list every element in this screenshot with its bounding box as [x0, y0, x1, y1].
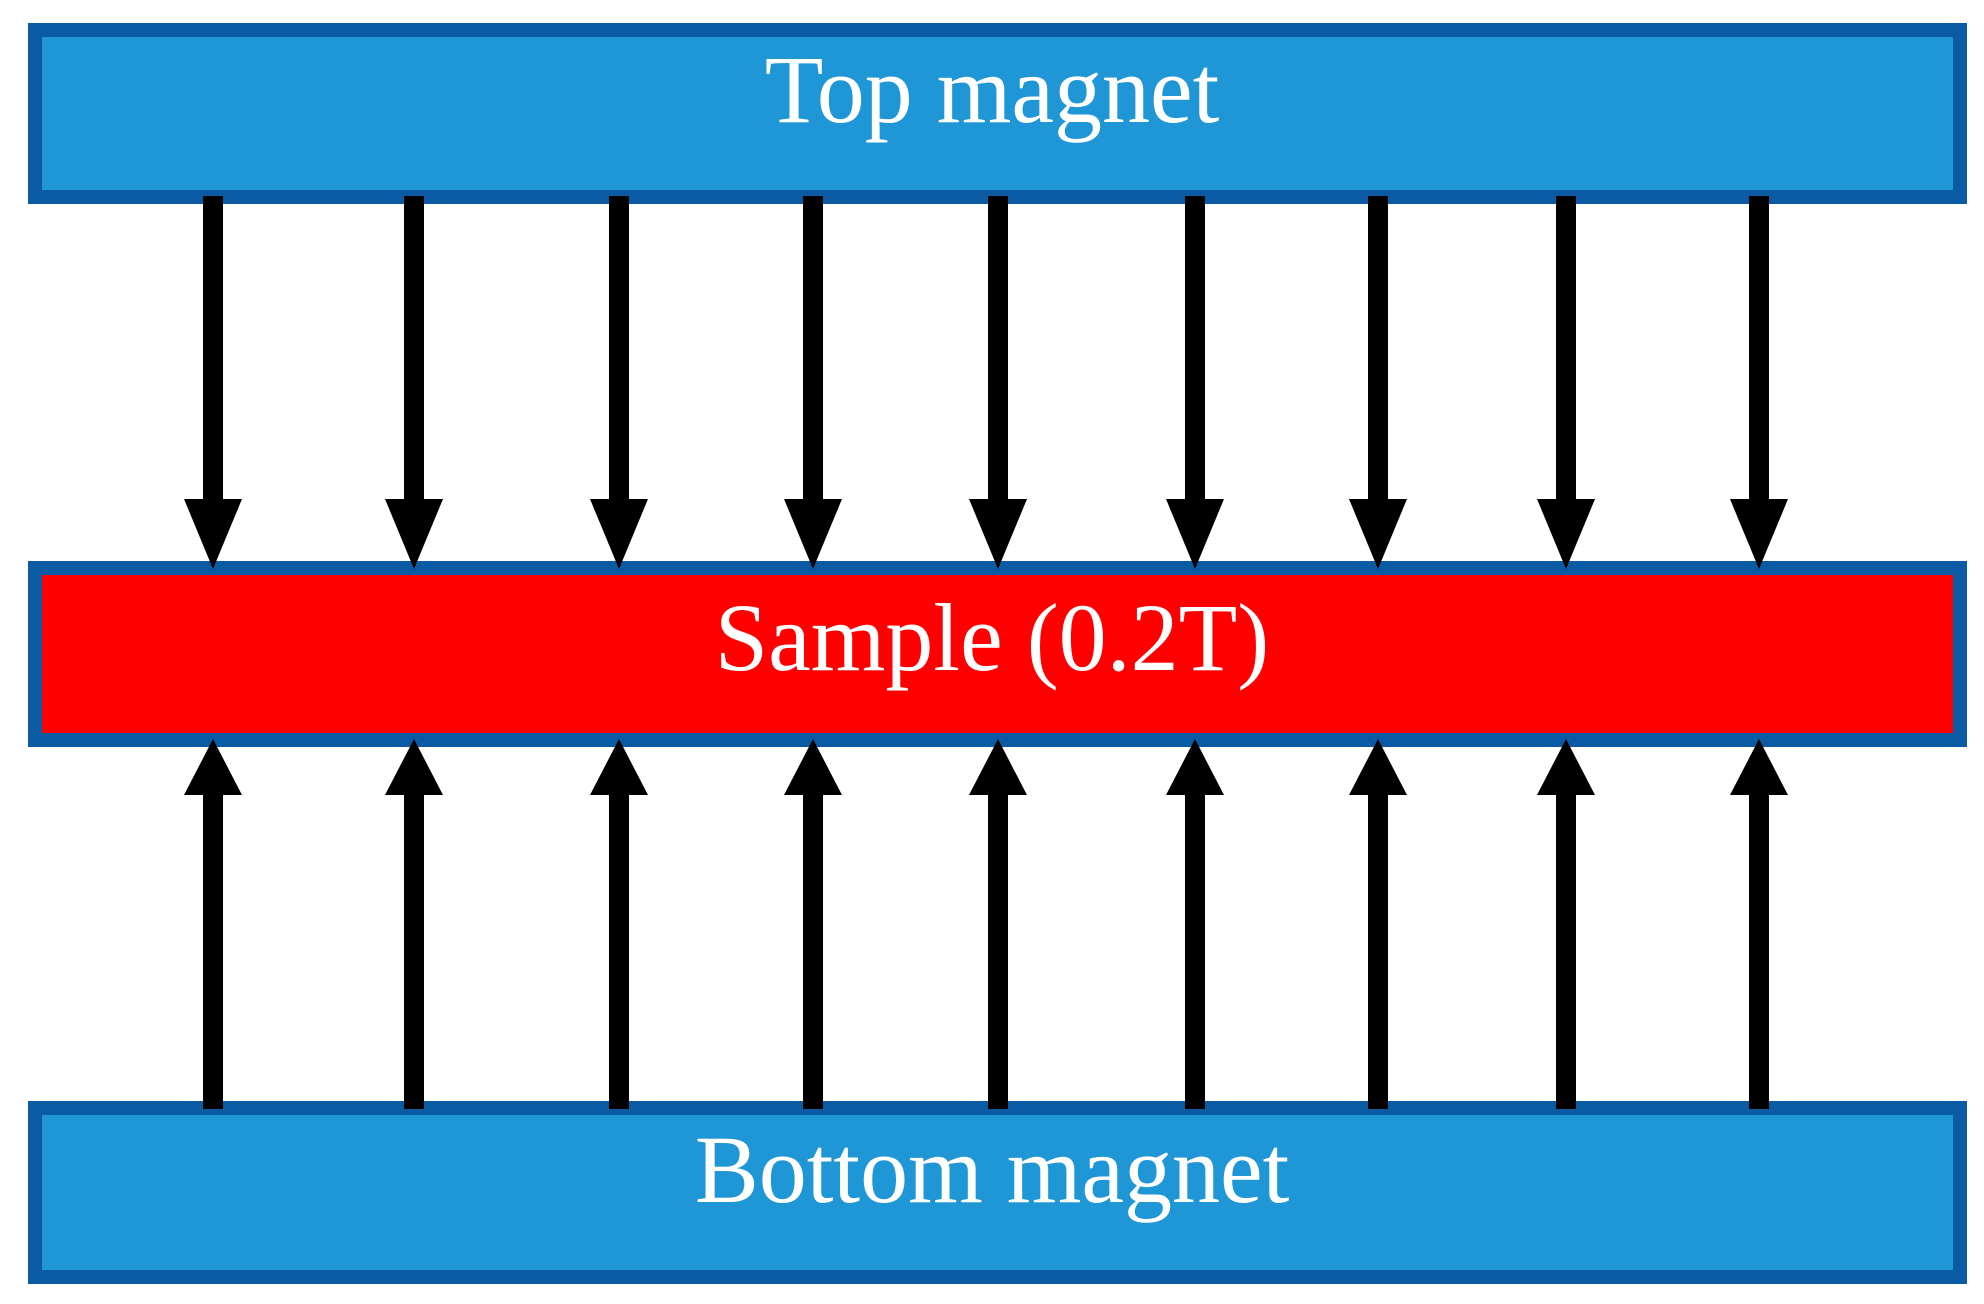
- field-arrow-down: [590, 196, 648, 569]
- field-arrow-down: [1349, 196, 1407, 569]
- sample-block: [28, 561, 1967, 747]
- field-arrow-down: [184, 196, 242, 569]
- field-arrow-down: [1166, 196, 1224, 569]
- field-arrow-up: [1349, 739, 1407, 1109]
- field-arrow-down: [784, 196, 842, 569]
- bottom-magnet-block: [28, 1101, 1967, 1284]
- field-arrow-up: [385, 739, 443, 1109]
- field-arrow-up: [969, 739, 1027, 1109]
- field-arrow-down: [385, 196, 443, 569]
- field-arrow-up: [1537, 739, 1595, 1109]
- field-arrow-up: [784, 739, 842, 1109]
- field-arrow-down: [1537, 196, 1595, 569]
- field-arrow-up: [1730, 739, 1788, 1109]
- field-arrow-down: [1730, 196, 1788, 569]
- field-arrow-down: [969, 196, 1027, 569]
- field-arrows-downward-group: [184, 196, 1788, 569]
- field-arrow-up: [184, 739, 242, 1109]
- field-arrows-upward-group: [184, 739, 1788, 1109]
- field-arrow-up: [1166, 739, 1224, 1109]
- field-arrow-up: [590, 739, 648, 1109]
- top-magnet-block: [28, 23, 1967, 204]
